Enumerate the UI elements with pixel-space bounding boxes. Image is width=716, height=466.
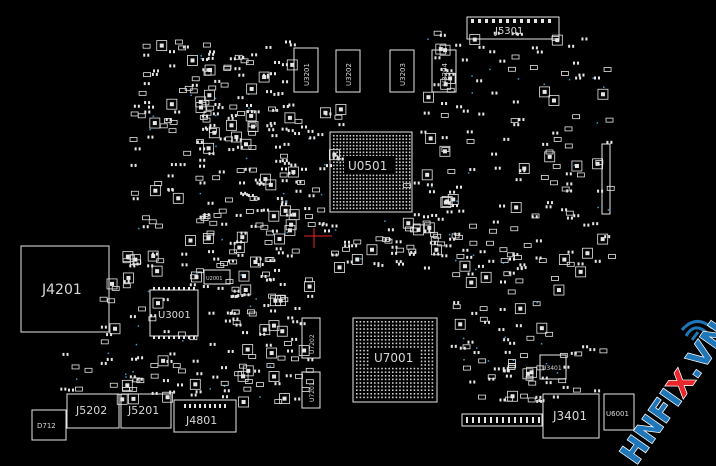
j4201-label: J4201	[41, 282, 82, 298]
u0501-label: U0501	[348, 159, 387, 173]
u3001-label: U3001	[158, 310, 191, 321]
connector-j5301[interactable]: J5301	[466, 16, 560, 40]
crosshair-cursor	[304, 228, 332, 248]
u3401-label: U3401	[542, 365, 562, 372]
connector-j5202[interactable]: J5202	[66, 393, 120, 429]
u7201-label: U7201	[309, 382, 316, 402]
u2001-label: U2001	[206, 276, 222, 282]
connector-j5201[interactable]: J5201	[120, 393, 172, 429]
small-component-pads	[60, 30, 616, 408]
chip-u3401[interactable]: U3401	[539, 354, 567, 380]
bga-chip-u0501[interactable]: U0501	[329, 131, 413, 213]
j4801-label: J4801	[185, 414, 217, 427]
u3201-label: U3201	[303, 63, 311, 86]
connector-bottom-strip[interactable]	[461, 413, 543, 427]
u3204-label: U3204	[441, 63, 449, 86]
u6001-label: U6001	[606, 410, 629, 418]
memory-chip-u3202[interactable]: U3202	[335, 49, 361, 93]
module-j4201[interactable]: J4201	[20, 245, 110, 333]
j5202-label: J5202	[75, 404, 107, 417]
j5201-label: J5201	[127, 404, 159, 417]
d712-label: D712	[37, 422, 56, 430]
chip-u3001[interactable]: U3001	[149, 287, 199, 339]
j3401-label: J3401	[552, 409, 587, 423]
memory-chip-u3201[interactable]: U3201	[293, 47, 319, 93]
memory-chip-u7202[interactable]: U7202	[301, 317, 321, 359]
memory-chip-u3203[interactable]: U3203	[389, 49, 415, 93]
j5301-label: J5301	[494, 26, 523, 37]
bga-chip-u7001[interactable]: U7001	[352, 317, 438, 403]
connector-j4801[interactable]: J4801	[173, 399, 237, 433]
memory-chip-u3204[interactable]: U3204	[431, 49, 457, 93]
connector-right-strip[interactable]	[601, 143, 611, 215]
connector-j3401[interactable]: J3401	[542, 393, 600, 439]
u7001-label: U7001	[374, 351, 413, 365]
wifi-signal-icon	[680, 320, 713, 341]
memory-chip-u7201[interactable]: U7201	[301, 371, 321, 409]
chip-u6001[interactable]: U6001	[603, 393, 635, 431]
u7202-label: U7202	[309, 334, 316, 354]
u3203-label: U3203	[399, 63, 407, 86]
connector-d712[interactable]: D712	[31, 409, 67, 441]
chip-u2001[interactable]: U2001	[203, 269, 231, 285]
u3202-label: U3202	[345, 63, 353, 86]
